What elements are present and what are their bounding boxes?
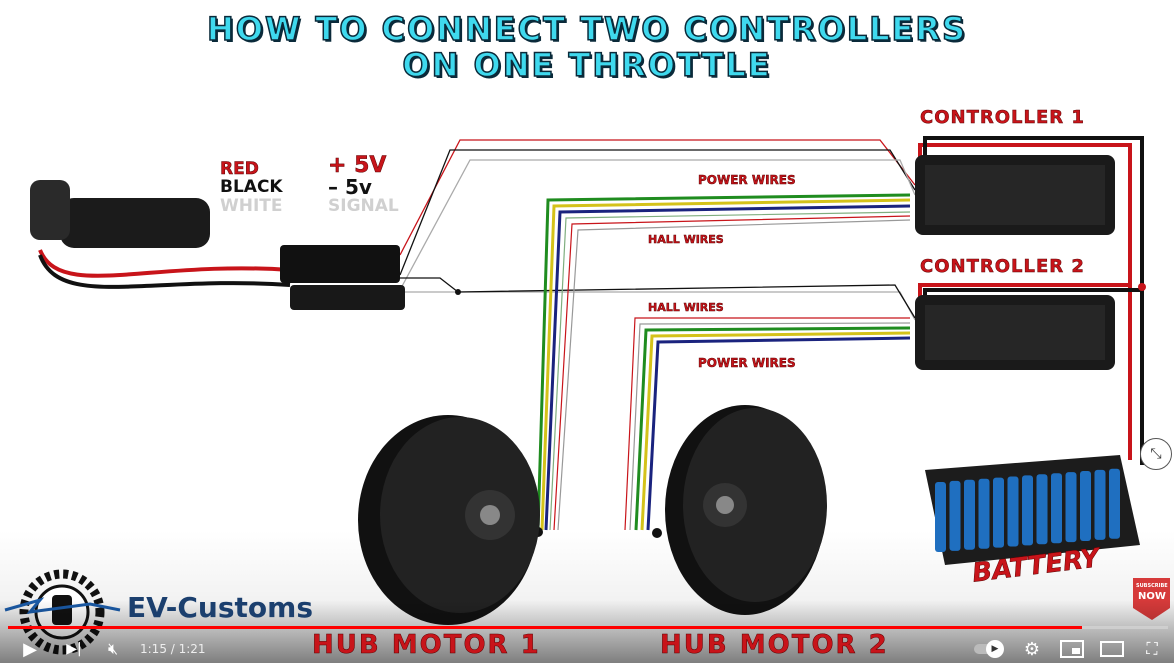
next-button[interactable]: ▶|	[62, 638, 86, 660]
throttle-grip	[30, 180, 291, 289]
legend-red: RED	[220, 159, 259, 179]
legend-red-meaning: + 5V	[328, 153, 387, 178]
hub-motor2	[665, 405, 827, 615]
miniplayer-expand-icon[interactable]: ⤡	[1140, 438, 1172, 470]
theater-icon	[1100, 641, 1124, 657]
progress-bar[interactable]	[8, 626, 1168, 629]
hub-motor1	[358, 415, 540, 625]
hub-motor1-label: HUB MOTOR 1	[312, 630, 541, 660]
battery-cell	[1036, 474, 1048, 545]
gear-icon: ⚙	[1023, 638, 1041, 660]
legend-black-meaning: – 5v	[328, 175, 372, 199]
battery-cell	[949, 480, 961, 551]
brand-name: EV-Customs	[127, 591, 313, 624]
video-title-line1: HOW TO CONNECT TWO CONTROLLERS	[206, 9, 968, 49]
controller2-label: CONTROLLER 2	[920, 256, 1085, 277]
autoplay-icon: ▶	[974, 640, 1004, 658]
play-icon: ▶	[23, 638, 37, 660]
fullscreen-icon: ⛶	[1146, 639, 1158, 658]
video-title-line2: ON ONE THROTTLE	[402, 45, 772, 85]
play-button[interactable]: ▶	[18, 638, 42, 660]
theater-mode-button[interactable]	[1100, 638, 1124, 660]
time-display: 1:15 / 1:21	[140, 642, 206, 656]
subscribe-ribbon	[1133, 578, 1170, 620]
battery-cell	[1094, 469, 1106, 540]
controller2-box	[915, 295, 1115, 370]
battery-cell	[993, 477, 1004, 548]
ev-customs-logo	[4, 569, 121, 655]
legend-white-meaning: SIGNAL	[328, 196, 399, 216]
controller1-box	[915, 155, 1115, 235]
miniplayer-button[interactable]	[1060, 638, 1084, 660]
miniplayer-icon	[1060, 640, 1084, 658]
subscribe-small: SUBSCRIBE	[1136, 583, 1168, 589]
battery-cell	[978, 478, 990, 549]
next-icon: ▶|	[66, 641, 82, 657]
battery-cell	[1007, 476, 1019, 547]
power-wires-label-2: POWER WIRES	[698, 356, 796, 370]
subscribe-now[interactable]: NOW	[1138, 591, 1166, 602]
legend-black: BLACK	[220, 177, 283, 197]
battery-cell	[1022, 475, 1033, 546]
autoplay-toggle[interactable]: ▶	[972, 638, 1004, 660]
hall-wires-label-1: HALL WIRES	[648, 233, 724, 246]
battery-cell	[964, 479, 975, 550]
battery-pack	[925, 455, 1140, 565]
battery-cell	[1109, 468, 1120, 539]
legend-white: WHITE	[220, 196, 283, 216]
mute-button[interactable]: 🔇︎	[100, 638, 126, 660]
battery-cell	[1065, 472, 1077, 543]
battery-cell	[1080, 471, 1091, 541]
progress-fill	[8, 626, 1083, 629]
connector	[280, 245, 405, 310]
hall-wires-label-2: HALL WIRES	[648, 301, 724, 314]
settings-button[interactable]: ⚙	[1020, 638, 1044, 660]
controller1-label: CONTROLLER 1	[920, 107, 1085, 128]
battery-cell	[1051, 473, 1062, 544]
fullscreen-button[interactable]: ⛶	[1140, 638, 1164, 660]
motor2-wires	[624, 317, 911, 531]
motor1-wires	[536, 193, 911, 531]
hub-motor2-label: HUB MOTOR 2	[660, 630, 889, 660]
throttle-wires	[399, 139, 916, 321]
battery-cell	[935, 482, 946, 552]
muted-speaker-icon: 🔇︎	[107, 639, 119, 658]
power-wires-label-1: POWER WIRES	[698, 173, 796, 187]
